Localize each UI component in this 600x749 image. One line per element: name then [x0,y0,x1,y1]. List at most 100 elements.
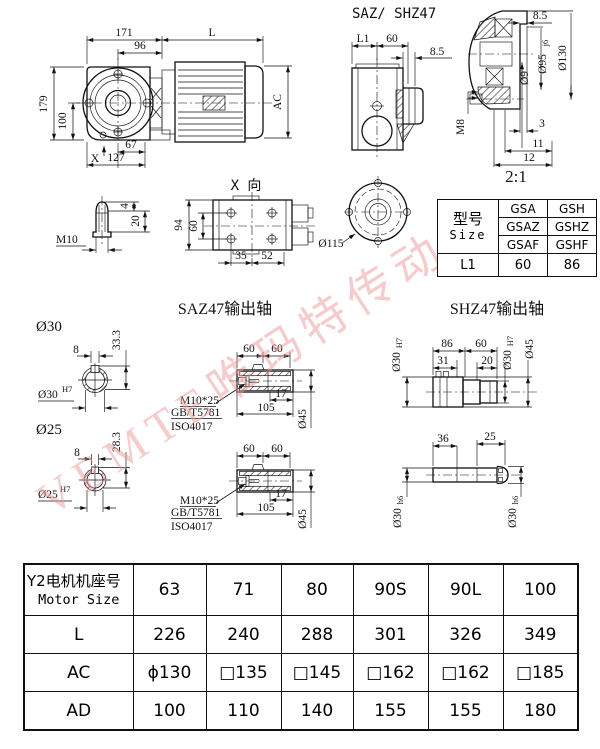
dim-17: 17 [275,488,287,500]
note-m10x25: M10*25 [180,395,219,407]
value-cell: 180 [502,691,579,731]
dim-L1: L1 [357,33,370,45]
value-cell: ϕ130 [132,653,207,692]
motor-size-col: 63 [132,563,207,616]
dim-d45-shz: Ø45 [524,339,536,359]
shz-shaft-lower: 36 25 Ø30 h6 Ø30 h6 [392,431,524,528]
dim-105: 105 [257,502,275,514]
note-m10x25: M10*25 [180,495,219,507]
l1-value-cell: 86 [547,253,597,277]
dim-31: 31 [437,355,449,367]
dim-96: 96 [134,40,146,52]
dim-d30-right: Ø30 [502,350,514,370]
dim-d130: Ø130 [557,45,569,71]
side-view-title: SAZ/ SHZ47 [352,6,436,22]
dim-d30h6-left: Ø30 [392,508,404,528]
detail-scale-label: 2:1 [505,167,527,186]
dim-105: 105 [257,402,275,414]
flange-view: Ø115 [318,176,412,250]
size-table-header: 型号 Size [437,199,499,254]
dim-20s: 20 [481,355,493,367]
model-cell: GSA [498,199,548,218]
saz-title: SAZ47输出轴 [178,300,272,318]
dim-67: 67 [125,139,137,151]
dim-60b: 60 [271,343,283,355]
motor-size-col: 100 [502,563,579,616]
dim-60b: 60 [271,443,283,455]
model-cell: GSH [547,199,597,218]
dim-bore30: Ø30 [38,389,58,401]
value-cell: □162 [427,653,504,692]
dim-8-5: 8.5 [430,46,445,58]
dim-d30h6-left-tol: h6 [395,496,405,505]
dim-12: 12 [523,152,535,164]
dim-100: 100 [57,112,69,130]
size-header-cn: 型号 [452,210,483,228]
saz-c25: 8 28.3 Ø25 H7 [38,432,130,512]
saz-shaft-upper: 60 60 17 105 Ø45 M10*25 GB/T5781 ISO4017 [171,343,315,433]
dim-20: 20 [130,215,142,227]
shz-shaft-upper: 86 60 31 20 Ø30 H7 Ø30 H7 [391,336,540,408]
x-direction-view: X 向 94 60 [173,178,318,266]
motor-size-col: 90L [427,563,504,616]
saz-shaft-lower: 60 60 17 105 Ø45 M10*25 GB/T5781 ISO4017 [171,443,315,533]
dim-d115: Ø115 [318,238,343,250]
shz-title: SHZ47输出轴 [450,300,544,318]
dim-60v: 60 [188,220,200,232]
motor-size-col: 90S [352,563,429,616]
dim-bore25-tol: H7 [60,484,70,494]
dim-AC: AC [272,94,284,110]
plug-detail: 4 20 M10 [56,196,150,253]
dim-d30h6-right-tol: h6 [510,496,520,505]
dim-d95-tol: j6 [540,40,550,48]
dim-4: 4 [119,203,131,209]
dim-127: 127 [107,152,125,164]
dim-179: 179 [38,95,50,113]
value-cell: □135 [205,653,282,692]
motor-size-col: 71 [205,563,282,616]
dim-d30h6-right: Ø30 [507,508,519,528]
dim-d30-left-tol: H7 [394,338,404,348]
motor-header-cell: Y2电机机座号 Motor Size [23,563,134,616]
dim-171: 171 [115,27,133,39]
motor-size-table: Y2电机机座号 Motor Size 63 71 80 90S 90L 100 … [23,563,579,731]
model-cell: GSHF [547,235,597,254]
dim-d9: Ø9 [519,71,531,85]
value-cell: 110 [205,691,282,731]
value-cell: □185 [502,653,579,692]
dim-36: 36 [437,433,449,445]
value-cell: □145 [280,653,354,692]
row-label-AD: AD [23,691,134,731]
dim-bore30-tol: H7 [62,384,72,394]
note-gbt5781: GB/T5781 [171,507,220,519]
dim-d30-left: Ø30 [391,352,403,372]
dim-60a: 60 [243,343,255,355]
l1-value-cell: 60 [498,253,548,277]
dim-M8: M8 [455,119,467,135]
size-table: 型号 Size GSA GSH GSAZ GSHZ GSAF GSHF L1 6… [437,199,597,277]
value-cell: 155 [427,691,504,731]
saz-shz-side-view: SAZ/ SHZ47 L1 60 8.5 [351,6,452,158]
dim-key8: 8 [73,344,79,356]
dim-3: 3 [539,118,545,130]
dim-60u: 60 [475,338,487,350]
note-iso4017: ISO4017 [171,421,213,433]
dim-d30-right-tol: H7 [505,336,515,346]
dim-11: 11 [532,138,543,150]
row-label-L: L [23,615,134,654]
dim-86: 86 [441,338,453,350]
saz-section: SAZ47输出轴 Ø30 Ø25 8 33.3 Ø30 H7 [36,300,315,533]
saz-c30: 8 33.3 Ø30 H7 [38,330,130,412]
dim-8-5-detail: 8.5 [533,10,548,22]
row-label-AC: AC [23,653,134,692]
dim-33-3: 33.3 [111,330,123,350]
dim-M10: M10 [56,234,78,246]
dim-60: 60 [386,33,398,45]
view-arrow-X: X [91,153,100,165]
motor-header-en: Motor Size [38,592,120,608]
value-cell: 326 [427,615,504,654]
l1-label-cell: L1 [437,253,499,277]
value-cell: 288 [280,615,354,654]
